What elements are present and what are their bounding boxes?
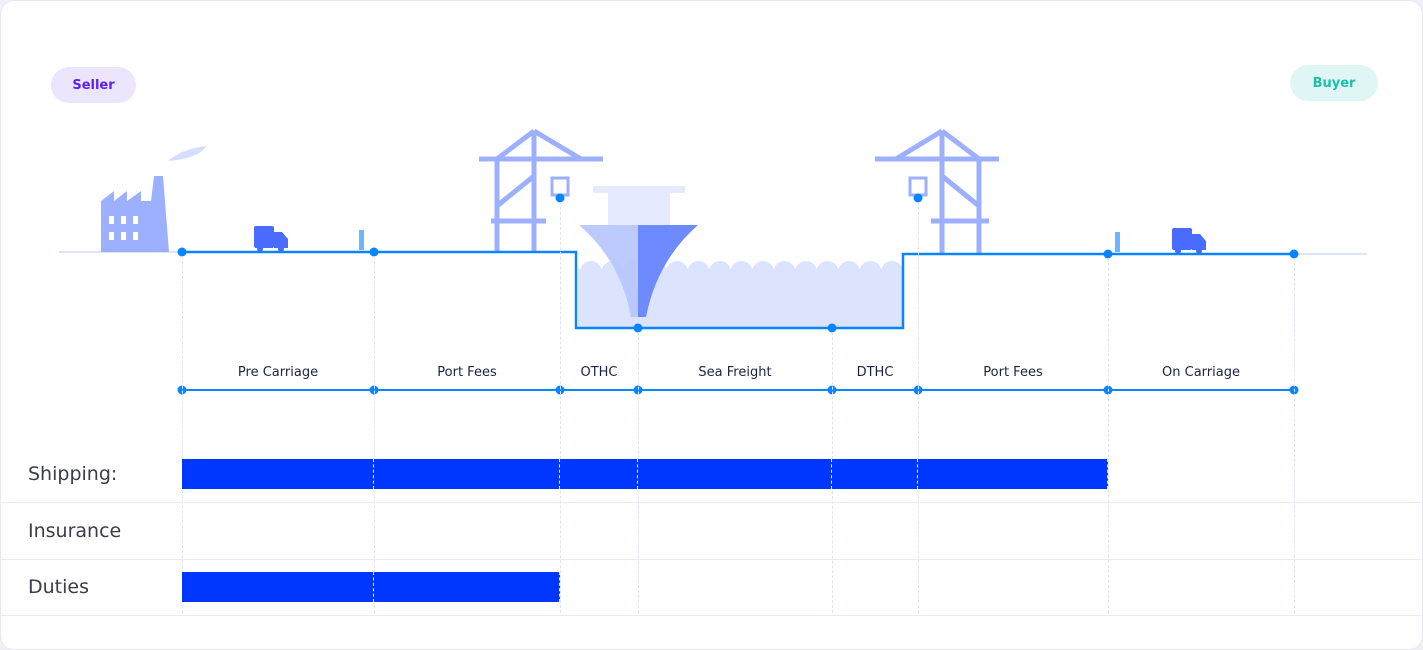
stop-dot: [1103, 249, 1113, 259]
stop-guide: [560, 202, 561, 613]
segment-divider: [559, 459, 560, 489]
responsibility-row-insurance: Insurance: [1, 503, 1422, 560]
stop-dot: [177, 247, 187, 257]
border-post-icon: [359, 230, 1120, 252]
segment-divider: [831, 459, 832, 489]
stop-dot: [827, 323, 837, 333]
segment-divider: [637, 459, 638, 489]
wave: [795, 261, 817, 283]
segment-divider: [1107, 459, 1108, 489]
stop-guide: [374, 256, 375, 613]
wave: [773, 261, 796, 283]
wave: [838, 261, 860, 283]
wave: [816, 261, 839, 283]
wave: [752, 261, 774, 283]
stop-guide: [1108, 258, 1109, 613]
segment-label: Port Fees: [437, 365, 497, 380]
stop-guide: [918, 202, 919, 613]
stop-dot: [1289, 249, 1299, 259]
coverage-bar: [182, 572, 560, 602]
buyer-badge: Buyer: [1290, 65, 1378, 101]
segment-label: OTHC: [580, 365, 618, 380]
stop-dot: [633, 323, 643, 333]
truck-icon: [254, 226, 288, 252]
truck-icon-buyer: [1172, 228, 1206, 254]
ship-icon: [579, 186, 698, 317]
segment-divider: [917, 459, 918, 489]
segment-label: DTHC: [856, 365, 894, 380]
crane-icon-origin: [479, 128, 603, 252]
coverage-bar: [182, 459, 1108, 489]
responsibility-row-duties: Duties: [1, 559, 1422, 616]
stop-dot: [555, 193, 565, 203]
route-line: [182, 250, 1294, 330]
stop-guide: [1294, 258, 1295, 613]
wave: [687, 261, 710, 283]
route-illustration: [59, 128, 1367, 395]
stop-guide: [182, 256, 183, 613]
stop-dot: [913, 193, 923, 203]
wave: [580, 261, 602, 283]
segment-divider: [373, 572, 374, 602]
wave: [709, 261, 731, 283]
segment-label: On Carriage: [1162, 365, 1240, 380]
row-label: Shipping:: [28, 463, 118, 485]
wave: [859, 261, 882, 283]
row-label: Duties: [28, 576, 89, 598]
wave: [666, 261, 688, 283]
segment-label: Port Fees: [983, 365, 1043, 380]
row-label: Insurance: [28, 520, 122, 542]
segment-divider: [373, 459, 374, 489]
factory-icon: [101, 146, 207, 252]
stop-dot: [369, 247, 379, 257]
segment-label: Sea Freight: [698, 365, 772, 380]
wave: [881, 261, 903, 283]
wave: [730, 261, 753, 283]
seller-badge: Seller: [51, 67, 136, 103]
segment-divider: [559, 572, 560, 602]
crane-icon-destination: [875, 128, 999, 254]
segment-label: Pre Carriage: [237, 365, 319, 380]
responsibility-row-shipping: Shipping:: [1, 446, 1422, 503]
